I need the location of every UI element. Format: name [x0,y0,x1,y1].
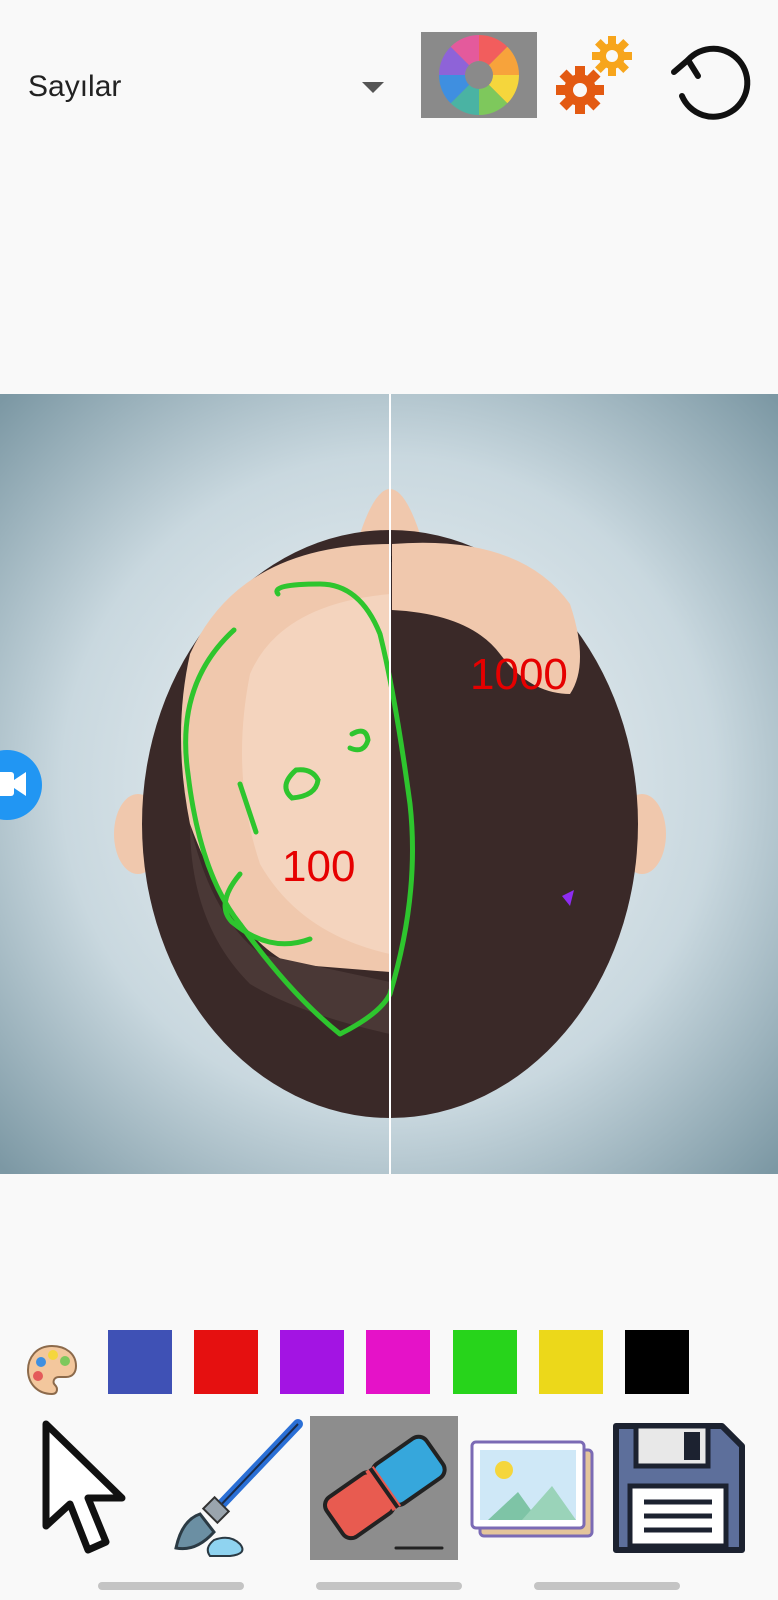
eraser-tool-button[interactable] [310,1416,458,1560]
nav-back-pill[interactable] [534,1582,680,1590]
image-gallery-icon [470,1440,594,1538]
head-top-comparison-image [0,394,778,1174]
gears-icon [556,36,632,114]
cursor-arrow-icon [42,1420,126,1554]
drawing-canvas[interactable]: 100 1000 [0,394,778,1174]
image-tool-button[interactable] [466,1416,596,1560]
annotation-100: 100 [282,842,356,891]
paintbrush-icon [174,1419,303,1557]
swatch-black[interactable] [625,1330,689,1394]
nav-recents-pill[interactable] [98,1582,244,1590]
undo-icon [671,45,751,120]
top-toolbar: Sayılar [0,0,778,170]
color-wheel-button[interactable] [421,32,537,118]
undo-button[interactable] [664,34,754,124]
brush-tool-button[interactable] [160,1416,310,1560]
swatch-blue[interactable] [108,1330,172,1394]
swatch-purple[interactable] [280,1330,344,1394]
mode-dropdown[interactable]: Sayılar [28,66,388,110]
chevron-down-icon [362,82,384,93]
floppy-disk-icon [613,1423,745,1553]
pointer-tool-button[interactable] [30,1416,140,1560]
system-navigation-bar [0,1572,778,1600]
tool-row [0,1416,778,1560]
camera-button[interactable] [0,750,62,820]
video-camera-icon [0,750,42,820]
swatch-magenta[interactable] [366,1330,430,1394]
palette-icon[interactable] [24,1342,80,1398]
color-palette-row [0,1330,778,1400]
swatch-red[interactable] [194,1330,258,1394]
color-wheel-icon [439,34,519,116]
settings-button[interactable] [552,34,636,118]
swatch-green[interactable] [453,1330,517,1394]
annotation-1000: 1000 [470,650,568,699]
swatch-yellow[interactable] [539,1330,603,1394]
eraser-icon [323,1434,447,1550]
save-tool-button[interactable] [606,1416,748,1560]
mode-dropdown-value: Sayılar [28,70,122,103]
nav-home-pill[interactable] [316,1582,462,1590]
